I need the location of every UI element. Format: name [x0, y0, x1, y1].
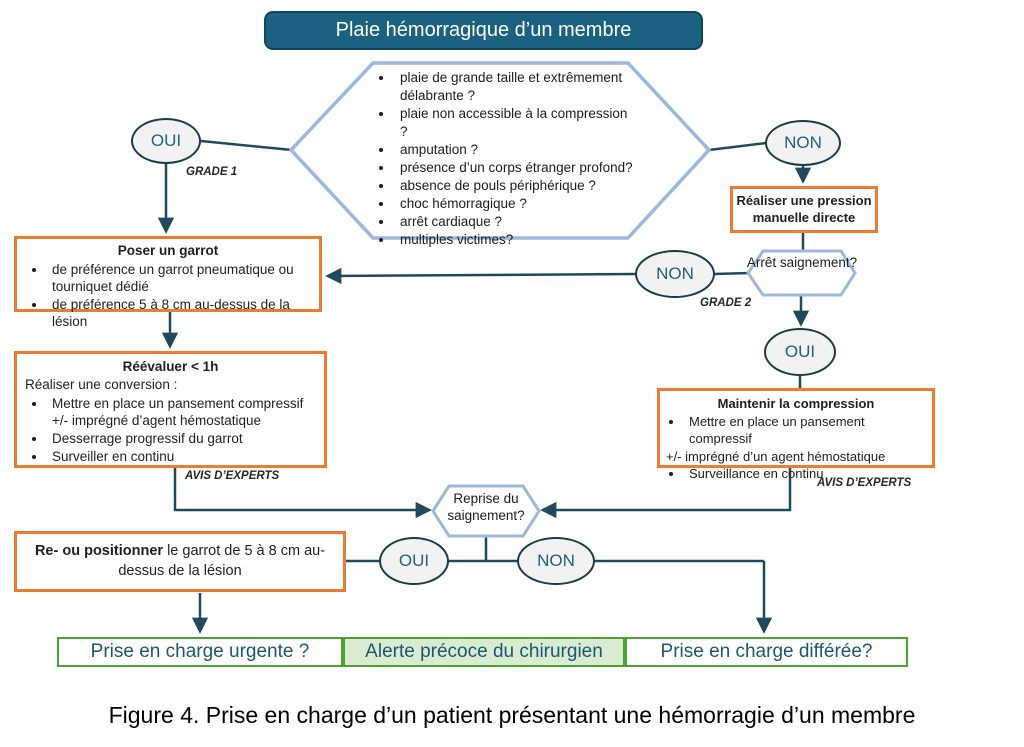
- avis-experts-left-label: AVIS D’EXPERTS: [185, 470, 280, 482]
- maintenir-item: Mettre en place un pansement compressif: [684, 413, 926, 448]
- oui-bottom-node: OUI: [379, 537, 449, 585]
- reevaluer-box: Réévaluer < 1h Réaliser une conversion :…: [14, 351, 327, 468]
- criteria-item: choc hémorragique ?: [394, 195, 638, 213]
- reevaluer-item: Mettre en place un pansement compressif …: [47, 395, 316, 431]
- reevaluer-title: Réévaluer < 1h: [122, 359, 219, 374]
- grade2-label: GRADE 2: [700, 297, 752, 309]
- outcome-urgente-box: Prise en charge urgente ?: [57, 637, 343, 667]
- outcome-alerte-label: Alerte précoce du chirurgien: [365, 641, 603, 662]
- poser-garrot-title: Poser un garrot: [117, 243, 219, 258]
- criteria-item: présence d’un corps étranger profond?: [394, 159, 638, 177]
- criteria-item: plaie non accessible à la compression ?: [394, 105, 638, 141]
- grade1-label: GRADE 1: [186, 166, 238, 178]
- figure-caption: Figure 4. Prise en charge d’un patient p…: [108, 702, 916, 728]
- non-bottom-label: NON: [537, 551, 575, 570]
- criteria-item: arrêt cardiaque ?: [394, 213, 638, 231]
- repositionner-box: Re- ou positionner le garrot de 5 à 8 cm…: [14, 531, 346, 592]
- start-node-label: Plaie hémorragique d’un membre: [335, 19, 632, 41]
- maintenir-title: Maintenir la compression: [717, 396, 875, 411]
- reevaluer-intro: Réaliser une conversion :: [25, 376, 178, 392]
- reevaluer-item: Desserrage progressif du garrot: [47, 430, 316, 448]
- pression-manuelle-text: Réaliser une pression manuelle directe: [736, 192, 872, 225]
- non-bottom-node: NON: [517, 537, 595, 585]
- oui-mid-node: OUI: [764, 328, 836, 376]
- arrow-reevaluer-to-reprise: [173, 468, 432, 519]
- line-arret-to-nonmid: [713, 271, 751, 276]
- non-top-node: NON: [765, 120, 841, 166]
- criteria-list: plaie de grande taille et extrêmement dé…: [370, 69, 638, 249]
- criteria-item: absence de pouls périphérique ?: [394, 177, 638, 195]
- criteria-item: amputation ?: [394, 141, 638, 159]
- pression-manuelle-box: Réaliser une pression manuelle directe: [730, 186, 878, 233]
- criteria-item: multiples victimes?: [394, 231, 638, 249]
- arret-saignement-hexagon-shape: [746, 249, 857, 297]
- outcome-urgente-label: Prise en charge urgente ?: [90, 641, 310, 662]
- reprise-saignement-text: Reprise du saignement?: [447, 491, 525, 524]
- outcome-alerte-chirurgien-box: Alerte précoce du chirurgien: [343, 637, 625, 667]
- arrow-nonmid-to-garrot: [325, 267, 637, 285]
- non-mid-label: NON: [656, 264, 694, 283]
- non-top-label: NON: [784, 133, 822, 152]
- maintenir-compression-box: Maintenir la compression Mettre en place…: [657, 388, 935, 481]
- reevaluer-item: Surveiller en continu: [47, 448, 316, 466]
- outcome-differee-box: Prise en charge différée?: [625, 637, 908, 667]
- reprise-saignement-hexagon-shape: [431, 484, 541, 538]
- outcome-differee-label: Prise en charge différée?: [660, 641, 873, 662]
- arret-saignement-text: Arrêt saignement?: [746, 255, 858, 270]
- criteria-item: plaie de grande taille et extrêmement dé…: [394, 69, 638, 105]
- start-node: Plaie hémorragique d’un membre: [264, 11, 703, 50]
- repositionner-rest: le garrot de 5 à 8 cm au-dessus de la lé…: [118, 542, 326, 579]
- maintenir-plain-line: +/- imprégné d’un agent hémostatique: [666, 448, 886, 464]
- poser-garrot-item: de préférence un garrot pneumatique ou t…: [47, 261, 311, 296]
- oui-top-label: OUI: [150, 131, 182, 150]
- arrow-maintenir-to-reprise: [540, 468, 792, 519]
- poser-garrot-item: de préférence 5 à 8 cm au-dessus de la l…: [47, 296, 311, 331]
- line-oui-to-hexagon: [200, 139, 293, 152]
- maintenir-item: Surveillance en continu: [684, 465, 926, 483]
- criteria-hexagon-shape: [288, 61, 712, 240]
- oui-top-node: OUI: [131, 118, 201, 164]
- oui-bottom-label: OUI: [398, 551, 430, 570]
- poser-garrot-box: Poser un garrot de préférence un garrot …: [14, 236, 322, 329]
- repositionner-bold: Re- ou positionner: [34, 542, 164, 559]
- avis-experts-right-label: AVIS D’EXPERTS: [817, 477, 912, 489]
- oui-mid-label: OUI: [784, 342, 816, 361]
- line-hexagon-to-non: [708, 141, 767, 152]
- non-mid-node: NON: [635, 250, 715, 298]
